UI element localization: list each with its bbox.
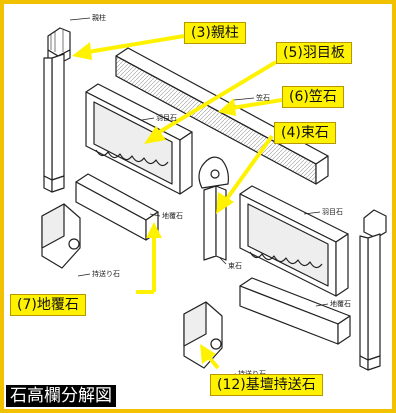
callout-corbel: (12)基壇持送石: [210, 374, 323, 396]
diagram-caption: 石高欄分解図: [6, 385, 116, 407]
baluster-post: [198, 156, 229, 261]
callout-panel: (5)羽目板: [276, 42, 352, 64]
label-newel-post: 親柱: [92, 14, 106, 22]
label-panel-left: 羽目石: [156, 114, 177, 122]
corbel-left: [41, 203, 81, 269]
newel-post-right: [359, 209, 387, 371]
exploded-drawing: [41, 17, 387, 377]
label-corbel-left: 持送り石: [92, 270, 120, 278]
callout-baluster-post: (4)束石: [274, 122, 336, 144]
label-top-rail: 笠石: [256, 94, 270, 102]
corbel-right: [183, 301, 223, 369]
callout-newel-post: (3)親柱: [184, 22, 246, 44]
base-rail-left: [75, 173, 159, 241]
newel-post-left: [43, 27, 71, 193]
panel-left: [85, 83, 193, 195]
label-baluster-post: 束石: [228, 262, 242, 270]
label-base-rail-left: 地覆石: [162, 212, 183, 220]
callout-arrows: [72, 34, 283, 370]
label-base-rail-right: 地覆石: [330, 300, 351, 308]
label-panel-right: 羽目石: [322, 208, 343, 216]
panel-right: [239, 185, 349, 297]
base-rail-right: [239, 277, 351, 345]
callout-base-rail: (7)地覆石: [10, 294, 86, 316]
callout-top-rail: (6)笠石: [282, 86, 344, 108]
